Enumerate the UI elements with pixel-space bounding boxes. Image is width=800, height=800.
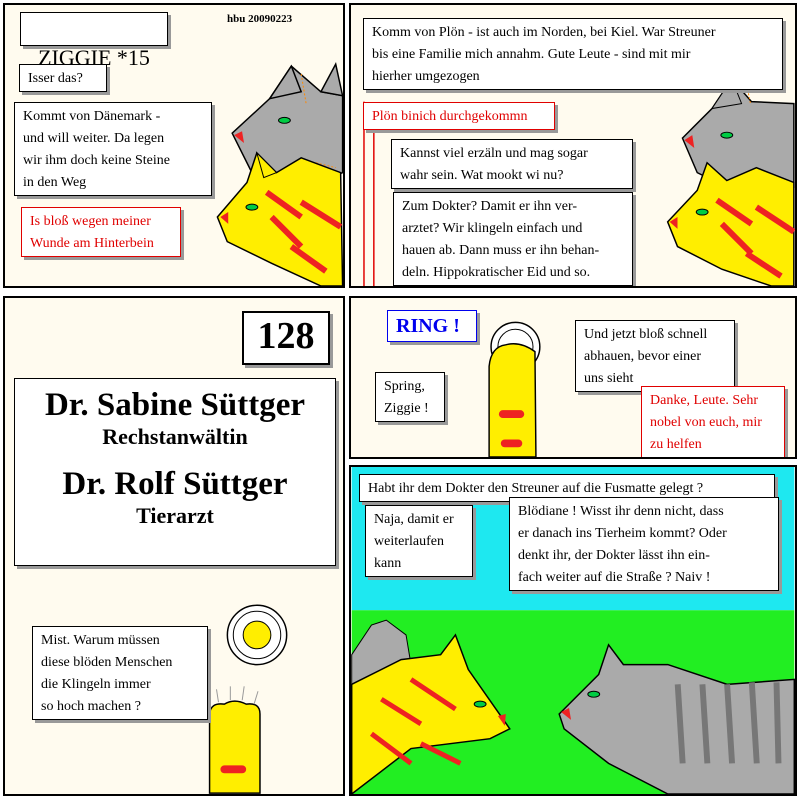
panel-2-art <box>363 73 795 286</box>
gray-cat-illustration <box>558 643 795 794</box>
speech-bubble: Kannst viel erzäln und mag sogar wahr se… <box>391 139 633 189</box>
house-number: 128 <box>257 315 315 357</box>
yellow-cat-illustration <box>666 161 795 286</box>
panel-2: Komm von Plön - ist auch im Norden, bei … <box>349 3 797 288</box>
panel-4-art <box>488 321 541 457</box>
speech-bubble: Isser das? <box>19 64 107 92</box>
thought-bubble: Danke, Leute. Sehr nobel von euch, mir z… <box>641 386 785 457</box>
speech-bubble: Zum Dokter? Damit er ihn ver- arztet? Wi… <box>393 192 633 286</box>
yellow-cat-illustration <box>216 151 343 286</box>
cat-paw-icon <box>208 686 261 794</box>
speech-bubble: Mist. Warum müssen diese blöden Menschen… <box>32 626 208 720</box>
house-number-plate: 128 <box>242 311 330 365</box>
panel-5: Habt ihr dem Dokter den Streuner auf die… <box>349 465 797 796</box>
ring-sound-effect: RING ! <box>387 310 477 342</box>
yellow-cat-illustration <box>351 633 511 794</box>
cat-paw-icon <box>488 343 537 457</box>
nameplate-name-1: Dr. Sabine Süttger <box>44 387 306 423</box>
speech-bubble: Blödiane ! Wisst ihr denn nicht, dass er… <box>509 497 779 591</box>
panel-1: ZIGGIE *15 hbu 20090223 Isser das? Kommt… <box>3 3 345 288</box>
panel-3: 128 Dr. Sabine Süttger Rechstanwältin Dr… <box>3 296 345 796</box>
nameplate-job-1: Rechstanwältin <box>102 424 248 449</box>
nameplate-job-2: Tierarzt <box>136 503 214 528</box>
panel-3-art <box>208 604 288 794</box>
speech-bubble: Naja, damit er weiterlaufen kann <box>365 505 473 577</box>
credit-text: hbu 20090223 <box>227 13 293 25</box>
speech-bubble: Spring, Ziggie ! <box>375 372 445 422</box>
title-box: ZIGGIE *15 <box>20 12 168 70</box>
speech-bubble: Komm von Plön - ist auch im Norden, bei … <box>363 18 783 90</box>
thought-bubble: Is bloß wegen meiner Wunde am Hinterbein <box>21 207 181 257</box>
nameplate: Dr. Sabine Süttger Rechstanwältin Dr. Ro… <box>14 378 336 566</box>
speech-bubble: Kommt von Dänemark - und will weiter. Da… <box>14 102 212 196</box>
thought-bubble: Plön binich durchgekommn <box>363 102 555 130</box>
panel-4: RING ! Spring, Ziggie ! Und jetzt bloß s… <box>349 296 797 459</box>
panel-1-art <box>216 62 343 286</box>
speech-bubble: Und jetzt bloß schnell abhauen, bevor ei… <box>575 320 735 392</box>
nameplate-name-2: Dr. Rolf Süttger <box>62 466 288 502</box>
doorbell-icon <box>226 604 288 666</box>
